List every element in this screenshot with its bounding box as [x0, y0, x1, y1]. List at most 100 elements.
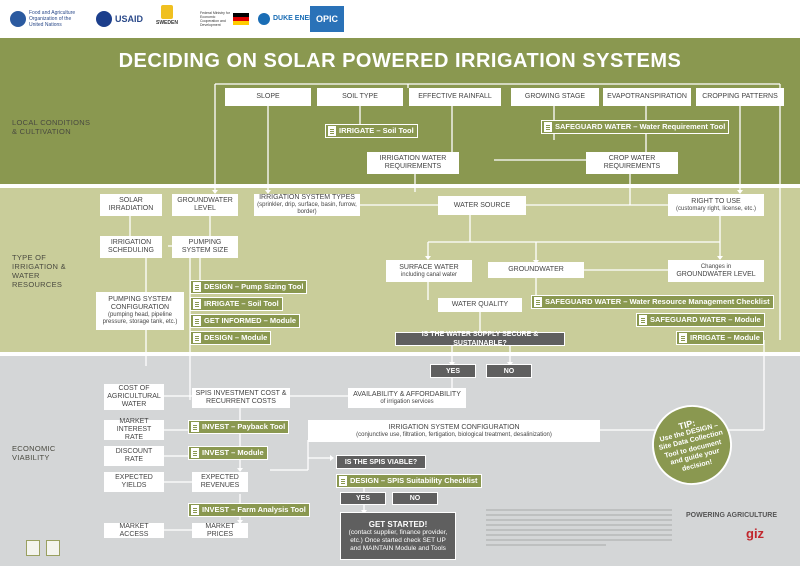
box-pumping-system-configuration: PUMPING SYSTEM CONFIGURATION (pumping he…	[96, 292, 184, 330]
get-started-box[interactable]: GET STARTED! (contact supplier, finance …	[340, 512, 456, 560]
tool-irrigate-soil-2[interactable]: IRRIGATE – Soil Tool	[190, 297, 283, 311]
tool-safeguard-module[interactable]: SAFEGUARD WATER – Module	[636, 313, 765, 327]
document-icon	[191, 448, 199, 458]
document-icon	[544, 122, 552, 132]
tool-design-module[interactable]: DESIGN – Module	[190, 331, 272, 345]
tool-safeguard-water-requirement[interactable]: SAFEGUARD WATER – Water Requirement Tool	[541, 120, 730, 134]
tool-design-pump-sizing[interactable]: DESIGN – Pump Sizing Tool	[190, 280, 308, 294]
tool-label: SAFEGUARD WATER – Water Resource Managem…	[545, 297, 770, 306]
usaid-label: USAID	[115, 14, 144, 24]
box-water-source: WATER SOURCE	[438, 196, 526, 215]
decision-yes-2[interactable]: YES	[340, 492, 386, 505]
duke-icon	[258, 13, 270, 25]
box-soil-type: SOIL TYPE	[317, 88, 403, 106]
box-title: SURFACE WATER	[399, 263, 459, 271]
fine-print	[486, 507, 672, 548]
fao-logo: Food and Agriculture Organization of the…	[10, 8, 80, 30]
tool-label: SAFEGUARD WATER – Module	[650, 315, 761, 324]
fao-label: Food and Agriculture Organization of the…	[29, 10, 76, 28]
tool-label: IRRIGATE – Soil Tool	[204, 299, 279, 308]
box-irrigation-system-types: IRRIGATION SYSTEM TYPES (sprinkler, drip…	[254, 194, 360, 216]
box-spis-investment: SPIS INVESTMENT COST & RECURRENT COSTS	[192, 388, 290, 408]
box-effective-rainfall: EFFECTIVE RAINFALL	[409, 88, 501, 106]
tool-get-informed-module[interactable]: GET INFORMED – Module	[190, 314, 301, 328]
sweden-label: SWEDEN	[156, 20, 178, 26]
box-growing-stage: GROWING STAGE	[511, 88, 599, 106]
tip-text: Use the DESIGN – Site Data Collection To…	[658, 421, 724, 473]
usaid-icon	[96, 11, 112, 27]
tool-safeguard-checklist[interactable]: SAFEGUARD WATER – Water Resource Managem…	[531, 295, 774, 309]
document-icon	[639, 315, 647, 325]
box-availability-affordability: AVAILABILITY & AFFORDABILITY of irrigati…	[348, 388, 466, 408]
section-label-local: LOCAL CONDITIONS & CULTIVATION	[12, 118, 91, 136]
small-logo-icon	[46, 540, 60, 556]
tool-label: IRRIGATE – Soil Tool	[339, 126, 414, 135]
tool-irrigate-soil[interactable]: IRRIGATE – Soil Tool	[325, 124, 418, 138]
box-pumping-system-size: PUMPING SYSTEM SIZE	[172, 236, 238, 258]
box-irrigation-system-configuration: IRRIGATION SYSTEM CONFIGURATION (conjunc…	[308, 420, 600, 442]
tool-irrigate-module[interactable]: IRRIGATE – Module	[676, 331, 764, 345]
box-expected-yields: EXPECTED YIELDS	[104, 472, 164, 492]
box-evapotranspiration: EVAPOTRANSPIRATION	[603, 88, 691, 106]
box-right-to-use: RIGHT TO USE (customary right, license, …	[668, 194, 764, 216]
germany-label: Federal Ministry for Economic Cooperatio…	[200, 11, 230, 27]
box-irrigation-water-requirements: IRRIGATION WATER REQUIREMENTS	[367, 152, 459, 174]
box-slope: SLOPE	[225, 88, 311, 106]
document-icon	[191, 422, 199, 432]
document-icon	[193, 316, 201, 326]
band-divider	[0, 352, 800, 356]
document-icon	[193, 299, 201, 309]
document-icon	[191, 505, 199, 515]
decision-yes-1[interactable]: YES	[430, 364, 476, 378]
box-crop-water-requirements: CROP WATER REQUIREMENTS	[586, 152, 678, 174]
tool-label: DESIGN – Module	[204, 333, 268, 342]
box-title: GROUNDWATER LEVEL	[676, 270, 756, 278]
document-icon	[534, 297, 542, 307]
tool-invest-module[interactable]: INVEST – Module	[188, 446, 268, 460]
decision-water-supply: IS THE WATER SUPPLY SECURE & SUSTAINABLE…	[395, 331, 565, 347]
box-cropping-patterns: CROPPING PATTERNS	[696, 88, 784, 106]
tool-invest-payback[interactable]: INVEST – Payback Tool	[188, 420, 290, 434]
box-title: AVAILABILITY & AFFORDABILITY	[353, 390, 461, 398]
box-groundwater: GROUNDWATER	[488, 262, 584, 278]
tool-label: INVEST – Farm Analysis Tool	[202, 505, 306, 514]
usaid-logo: USAID	[96, 8, 143, 30]
box-water-quality: WATER QUALITY	[438, 298, 522, 312]
box-subtitle: of irrigation services	[380, 398, 434, 405]
box-discount-rate: DISCOUNT RATE	[104, 446, 164, 466]
giz-logo: giz	[746, 526, 765, 541]
tool-label: DESIGN – SPIS Suitability Checklist	[350, 476, 478, 485]
decision-no-2[interactable]: NO	[392, 492, 438, 505]
document-icon	[193, 282, 201, 292]
document-icon	[339, 476, 347, 486]
germany-logo: Federal Ministry for Economic Cooperatio…	[200, 8, 250, 30]
fao-icon	[10, 11, 26, 27]
box-subtitle: Changes in	[700, 263, 732, 270]
document-icon	[679, 333, 687, 343]
duke-energy-logo: DUKE ENERGY.	[258, 8, 326, 30]
decision-no-1[interactable]: NO	[486, 364, 532, 378]
box-market-prices: MARKET PRICES	[192, 523, 248, 538]
opic-label: OPIC	[316, 14, 339, 24]
section-label-economic: ECONOMIC VIABILITY	[12, 444, 56, 462]
box-title: PUMPING SYSTEM CONFIGURATION	[108, 296, 172, 311]
box-solar-irradiation: SOLAR IRRADIATION	[100, 194, 162, 216]
box-market-access: MARKET ACCESS	[104, 523, 164, 538]
tool-label: SAFEGUARD WATER – Water Requirement Tool	[555, 122, 726, 131]
box-subtitle: including canal water	[400, 271, 458, 278]
box-subtitle: (conjunctive use, filtratiion, fertigati…	[356, 431, 552, 438]
duke-label: DUKE ENERGY.	[273, 15, 326, 22]
logo-strip: Food and Agriculture Organization of the…	[0, 0, 800, 38]
box-changes-groundwater: Changes in GROUNDWATER LEVEL	[668, 260, 764, 282]
tool-label: GET INFORMED – Module	[204, 316, 297, 325]
box-expected-revenues: EXPECTED REVENUES	[192, 472, 248, 492]
box-cost-agricultural-water: COST OF AGRICULTURAL WATER	[104, 384, 164, 410]
opic-logo: OPIC	[310, 6, 345, 32]
sweden-crest-icon	[160, 5, 173, 19]
tool-design-spis-suitability[interactable]: DESIGN – SPIS Suitability Checklist	[336, 474, 482, 488]
document-icon	[328, 126, 336, 136]
box-irrigation-scheduling: IRRIGATION SCHEDULING	[100, 236, 162, 258]
box-title: IRRIGATION SYSTEM CONFIGURATION	[388, 423, 520, 431]
section-label-type: TYPE OF IRRIGATION & WATER RESOURCES	[12, 253, 66, 289]
tool-invest-farm-analysis[interactable]: INVEST – Farm Analysis Tool	[188, 503, 310, 517]
